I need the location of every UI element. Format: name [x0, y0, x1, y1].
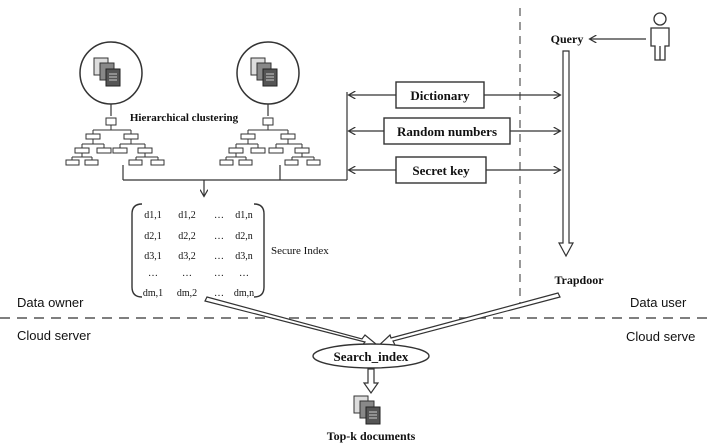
user-icon [650, 12, 670, 61]
trapdoor-to-search-arrow [373, 292, 561, 350]
matrix-cell: … [214, 210, 224, 221]
secret-key-label: Secret key [412, 163, 470, 178]
matrix-cell: … [214, 288, 224, 299]
matrix-cell: … [182, 268, 192, 279]
hierarchical-clustering-label: Hierarchical clustering [130, 112, 239, 124]
document-collection-left [79, 41, 143, 116]
matrix-cell: … [214, 268, 224, 279]
random-numbers-label: Random numbers [397, 124, 497, 139]
index-to-search-arrow [204, 296, 384, 350]
matrix-cell: d3,n [235, 251, 253, 262]
topk-documents-label: Top-k documents [327, 429, 416, 443]
matrix-cell: d3,1 [144, 251, 162, 262]
dictionary-box: Dictionary [395, 81, 485, 109]
matrix-cell: dm,n [234, 288, 254, 299]
matrix-left-bracket [131, 203, 143, 298]
secure-index-label: Secure Index [271, 245, 329, 257]
query-label: Query [551, 32, 584, 46]
tree-to-index-connector [122, 92, 348, 196]
cloud-server-right-label: Cloud serve [626, 329, 695, 344]
matrix-cell: d2,n [235, 231, 253, 242]
matrix-cell: … [148, 268, 158, 279]
matrix-cell: … [214, 231, 224, 242]
matrix-cell: d1,n [235, 210, 253, 221]
matrix-cell: d1,2 [178, 210, 196, 221]
matrix-cell: … [239, 268, 249, 279]
cluster-tree-right [219, 117, 321, 166]
secure-index-matrix: d1,1 d1,2 … d1,n d2,1 d2,2 … d2,n d3,1 d3,2 … d3,n …… [143, 210, 254, 299]
data-owner-label: Data owner [17, 295, 84, 310]
random-numbers-box: Random numbers [383, 117, 511, 145]
search-index-label: Search_index [334, 349, 409, 364]
key-arrows [349, 95, 560, 170]
trapdoor-label: Trapdoor [554, 273, 604, 287]
matrix-cell: d2,1 [144, 231, 162, 242]
data-user-label: Data user [630, 295, 687, 310]
result-arrow [362, 368, 380, 395]
dictionary-label: Dictionary [410, 88, 470, 103]
matrix-right-bracket [253, 203, 265, 298]
topk-documents-icon [353, 395, 381, 425]
search-index-node [312, 343, 430, 369]
matrix-cell: dm,2 [177, 288, 197, 299]
matrix-cell: … [214, 251, 224, 262]
matrix-cell: d3,2 [178, 251, 196, 262]
document-collection-right [236, 41, 300, 116]
cloud-server-left-label: Cloud server [17, 328, 91, 343]
secret-key-box: Secret key [395, 156, 487, 184]
matrix-cell: d2,2 [178, 231, 196, 242]
matrix-cell: d1,1 [144, 210, 162, 221]
cluster-tree-left [65, 117, 165, 166]
matrix-cell: dm,1 [143, 288, 163, 299]
trapdoor-arrow [557, 50, 575, 258]
